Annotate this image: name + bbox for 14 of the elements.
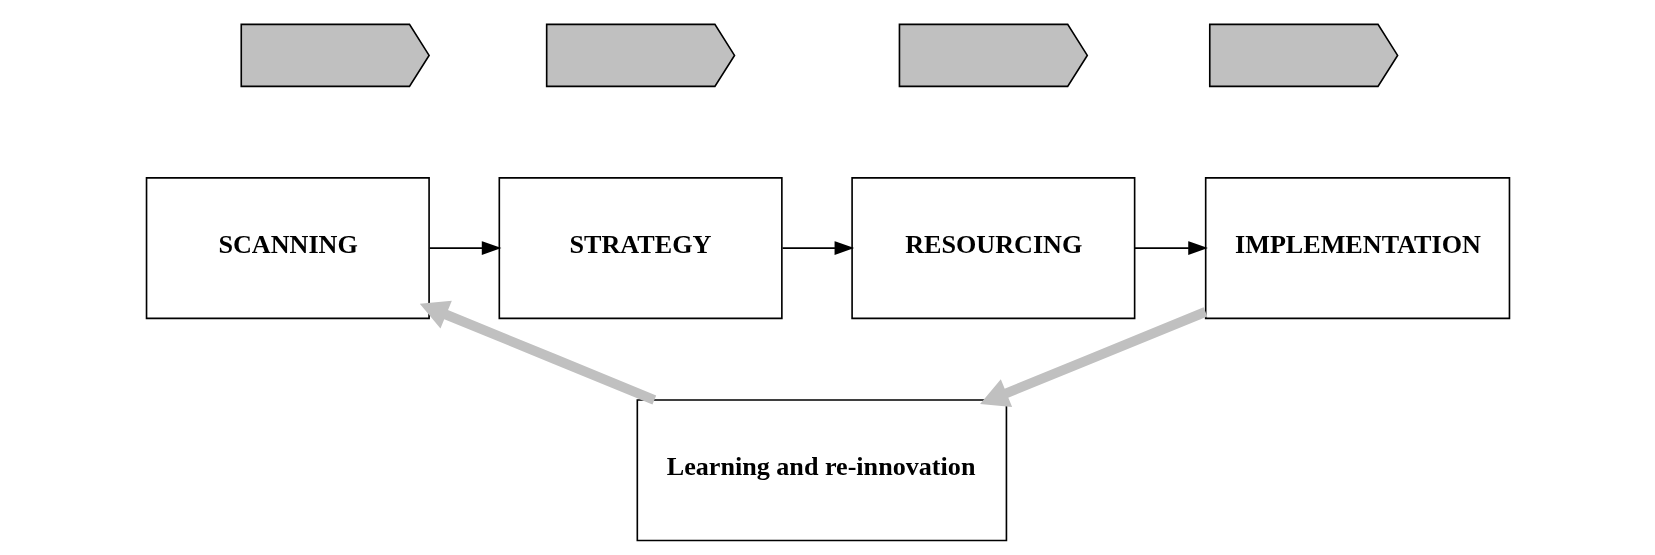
arrow: [428, 241, 501, 255]
arrow: [1133, 241, 1208, 255]
node-chevron: [545, 23, 735, 88]
node-chevron: [1208, 23, 1399, 88]
node-box: IMPLEMENTATION: [1204, 177, 1510, 320]
arrow: [419, 300, 656, 405]
arrow: [979, 307, 1207, 407]
node-box: STRATEGY: [498, 177, 783, 320]
arrow: [781, 241, 854, 255]
node-chevron: [898, 23, 1088, 88]
node-box: SCANNING: [145, 177, 430, 320]
node-box: Learning and re-innovation: [636, 399, 1007, 542]
node-chevron: [239, 23, 430, 88]
node-box: RESOURCING: [850, 177, 1135, 320]
